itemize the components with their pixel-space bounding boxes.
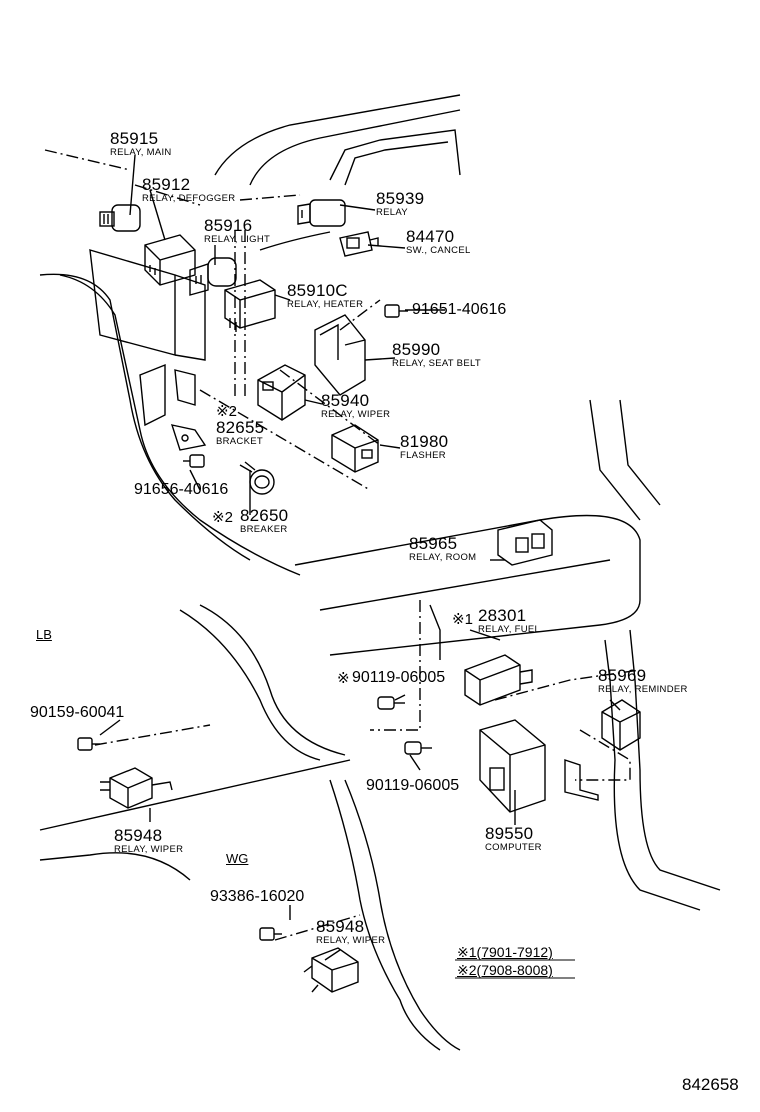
relay-fuel-component — [464, 654, 533, 706]
legend-range-1: (7901-7912) — [476, 944, 553, 960]
bolt-wg-component — [259, 927, 282, 941]
bolt-component — [384, 304, 408, 318]
legend-range-2: (7908-8008) — [476, 962, 553, 978]
part-label-90119-06005-a: 90119-06005 — [352, 669, 446, 686]
variant-tag-lb: LB — [36, 627, 52, 642]
part-label-90119-06005-b: 90119-06005 — [366, 777, 460, 794]
relay-seat-belt-component — [314, 314, 366, 396]
relay-component — [297, 199, 346, 227]
part-mark-82650: ※2 — [212, 509, 233, 526]
part-mark-82655: ※2 — [216, 403, 237, 420]
relay-wiper-lb-component — [100, 767, 173, 809]
legend-row-2: ※2(7908-8008) — [457, 962, 553, 979]
part-mark-90119: ※ — [337, 670, 350, 687]
cancel-switch-component — [339, 231, 379, 257]
part-label-91656-40616: 91656-40616 — [134, 481, 229, 498]
relay-defogger-component — [144, 234, 196, 286]
flasher-component — [331, 424, 379, 473]
relay-room-component — [497, 519, 553, 566]
part-label-93386-16020: 93386-16020 — [210, 888, 305, 905]
variant-tag-wg: WG — [226, 851, 249, 866]
relay-wiper-component — [257, 364, 306, 421]
legend-row-1: ※1(7901-7912) — [457, 944, 553, 961]
legend-mark-2: ※2 — [457, 962, 477, 978]
relay-wiper-wg-component — [303, 947, 359, 993]
screw-component — [377, 696, 432, 755]
relay-heater-component — [224, 279, 276, 332]
catalog-number: 842658 — [682, 1075, 739, 1094]
legend-mark-1: ※1 — [457, 944, 477, 960]
relay-main-component — [99, 204, 141, 232]
relay-reminder-component — [601, 699, 641, 751]
part-label-91651-40616: 91651-40616 — [412, 301, 507, 318]
bolt-small-component — [183, 454, 205, 468]
relay-light-component — [189, 257, 237, 296]
breaker-component — [239, 461, 275, 495]
part-label-90159-60041: 90159-60041 — [30, 704, 125, 721]
part-mark-28301: ※1 — [452, 611, 473, 628]
bolt-lb-component — [77, 737, 100, 751]
bracket-component — [170, 369, 207, 451]
computer-component — [479, 719, 546, 813]
